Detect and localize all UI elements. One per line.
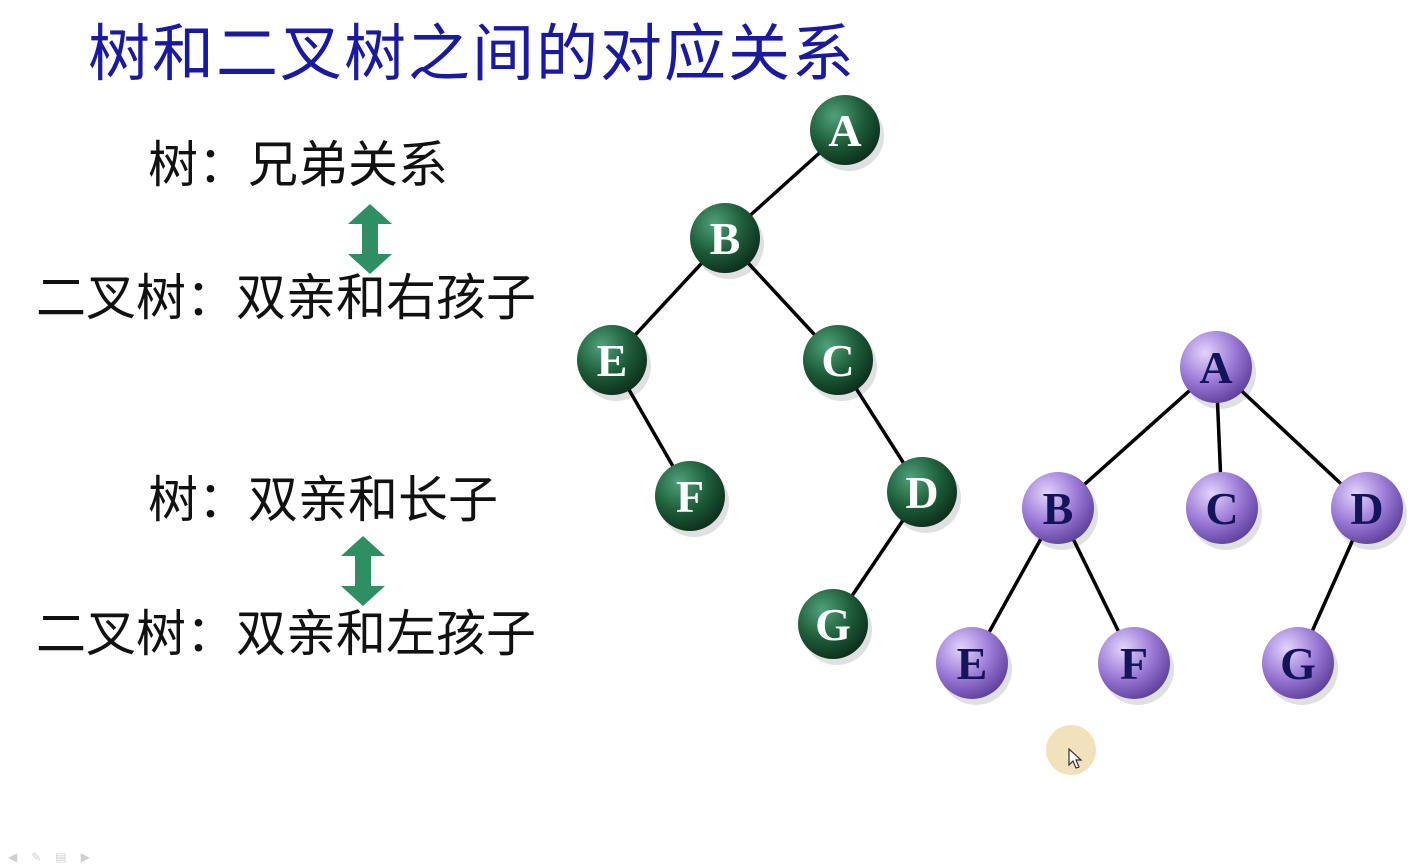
relation-2-binary-tree-text: 二叉树：双亲和左孩子 (36, 605, 536, 663)
general-tree-node-label: C (1205, 483, 1238, 534)
binary-tree-node-label: E (597, 335, 628, 386)
pen-icon[interactable]: ✎ (31, 850, 42, 864)
binary-tree-node-g: G (798, 589, 872, 665)
general-tree-node-b: B (1022, 472, 1098, 550)
binary-tree-node-circle (798, 589, 868, 659)
relation-2-tree-text: 树：双亲和长子 (148, 471, 498, 529)
double-arrow-icon (341, 536, 385, 606)
menu-icon[interactable]: ▤ (55, 850, 67, 864)
general-tree-node-label: B (1043, 483, 1074, 534)
general-tree-node-circle (1098, 627, 1170, 699)
binary-tree-node-label: D (905, 467, 938, 518)
general-tree-node-circle (1180, 331, 1252, 403)
relation-1-binary-tree-text: 二叉树：双亲和右孩子 (36, 269, 536, 327)
general-tree-node-circle (936, 627, 1008, 699)
next-arrow-icon[interactable]: ▶ (80, 850, 90, 864)
binary-tree-node-label: F (676, 471, 704, 522)
general-tree: A B C D E F G (936, 331, 1407, 705)
relation-1-tree-text: 树：兄弟关系 (148, 136, 448, 194)
general-tree-node-label: F (1120, 638, 1148, 689)
binary-tree-node-circle (887, 457, 957, 527)
general-tree-node-a: A (1180, 331, 1256, 409)
general-tree-node-circle (1186, 472, 1258, 544)
binary-tree-node-label: G (815, 599, 851, 650)
binary-tree-node-c: C (803, 325, 877, 401)
slideshow-toolbar[interactable]: ◀ ✎ ▤ ▶ (8, 850, 90, 864)
general-tree-node-label: G (1280, 638, 1316, 689)
general-tree-node-circle (1022, 472, 1094, 544)
general-tree-node-f: F (1098, 627, 1174, 705)
general-tree-node-label: D (1350, 483, 1383, 534)
mouse-pointer-icon (1068, 748, 1083, 769)
binary-tree-node-circle (690, 203, 760, 273)
binary-tree-node-f: F (655, 461, 729, 537)
general-tree-node-c: C (1186, 472, 1262, 550)
binary-tree-edges (610, 128, 924, 625)
general-tree-node-label: A (1199, 342, 1232, 393)
binary-tree-node-e: E (577, 325, 651, 401)
binary-tree-node-label: C (821, 335, 854, 386)
binary-tree-node-label: A (828, 105, 861, 156)
general-tree-node-circle (1262, 627, 1334, 699)
cursor-highlight (1046, 725, 1096, 775)
double-arrow-icon (348, 204, 392, 274)
binary-tree-node-circle (655, 461, 725, 531)
general-tree-node-circle (1331, 472, 1403, 544)
binary-tree-node-b: B (690, 203, 764, 279)
binary-tree-node-circle (803, 325, 873, 395)
general-tree-node-label: E (957, 638, 988, 689)
binary-tree-node-d: D (887, 457, 961, 533)
general-tree-node-e: E (936, 627, 1012, 705)
previous-arrow-icon[interactable]: ◀ (8, 850, 18, 864)
binary-tree-node-label: B (710, 213, 741, 264)
binary-tree-node-a: A (810, 95, 884, 171)
general-tree-node-g: G (1262, 627, 1338, 705)
binary-tree-node-circle (577, 325, 647, 395)
general-tree-node-d: D (1331, 472, 1407, 550)
page-title: 树和二叉树之间的对应关系 (88, 17, 857, 90)
binary-tree-node-circle (810, 95, 880, 165)
binary-tree: A B E C F D G (577, 95, 961, 665)
